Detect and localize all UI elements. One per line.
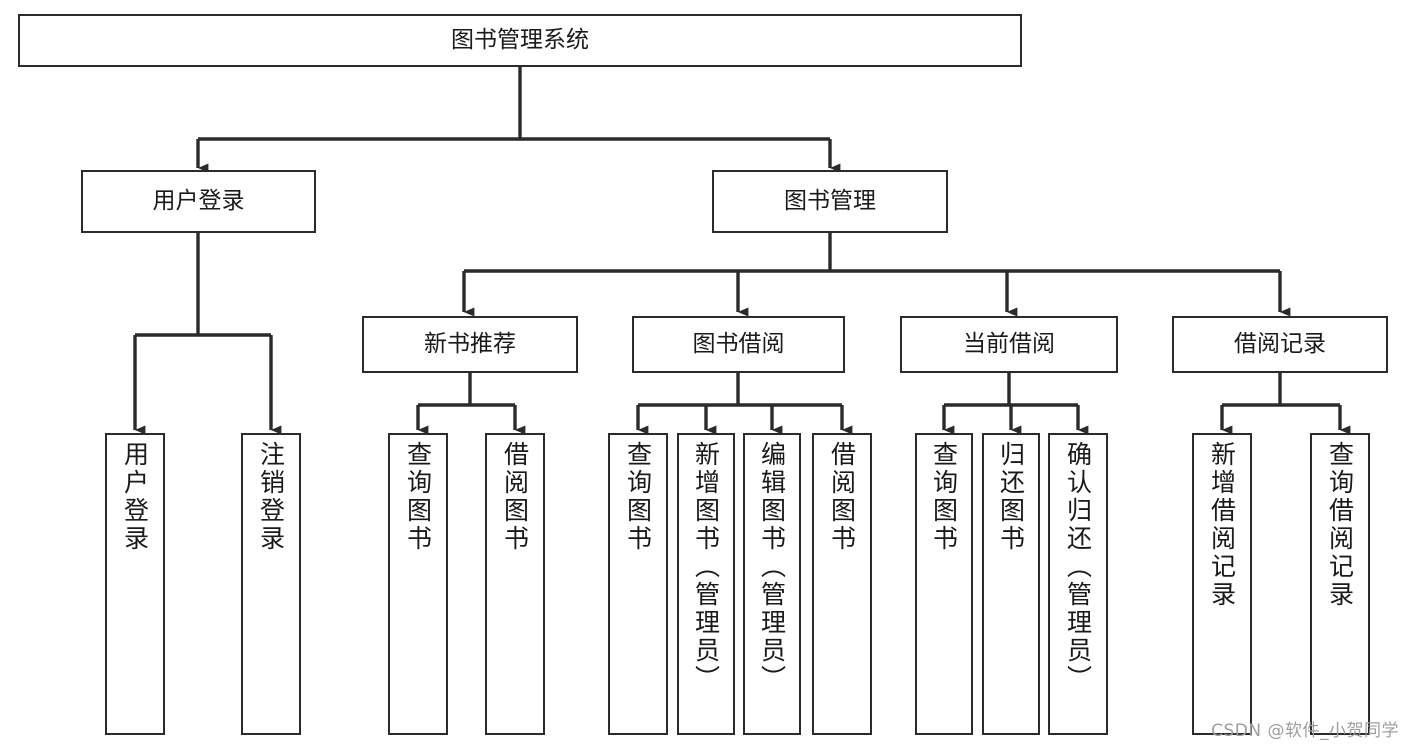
- node-borrow-record-label: 借阅记录: [1234, 331, 1326, 358]
- node-leaf-user-login[interactable]: 用户登录: [105, 433, 165, 735]
- node-leaf-query-book-1[interactable]: 查询图书: [388, 433, 448, 735]
- node-current-borrow[interactable]: 当前借阅: [900, 316, 1118, 373]
- node-new-book-recommend[interactable]: 新书推荐: [362, 316, 578, 373]
- node-user-login-label: 用户登录: [152, 188, 245, 215]
- node-book-manage[interactable]: 图书管理: [712, 170, 948, 233]
- node-root-system-label: 图书管理系统: [451, 27, 589, 54]
- node-leaf-query-book-3-label: 查询图书: [929, 441, 959, 553]
- node-leaf-query-book-1-label: 查询图书: [403, 441, 433, 553]
- node-leaf-query-record-label: 查询借阅记录: [1325, 441, 1355, 609]
- node-leaf-borrow-book-1[interactable]: 借阅图书: [485, 433, 545, 735]
- node-new-book-recommend-label: 新书推荐: [424, 331, 516, 358]
- node-user-login[interactable]: 用户登录: [81, 170, 316, 233]
- csdn-watermark: CSDN @软件_小贺同学: [1211, 721, 1399, 741]
- node-leaf-logout[interactable]: 注销登录: [241, 433, 301, 735]
- node-book-borrow-label: 图书借阅: [692, 331, 785, 358]
- node-leaf-edit-book[interactable]: 编辑图书（管理员）: [743, 433, 801, 735]
- node-leaf-borrow-book-1-label: 借阅图书: [500, 441, 530, 553]
- node-book-manage-label: 图书管理: [784, 188, 876, 215]
- node-leaf-logout-label: 注销登录: [256, 441, 286, 553]
- node-leaf-confirm-return-label: 确认归还（管理员）: [1063, 441, 1093, 693]
- node-leaf-query-book-3[interactable]: 查询图书: [915, 433, 973, 735]
- node-leaf-return-book-label: 归还图书: [996, 441, 1026, 553]
- node-leaf-add-book-label: 新增图书（管理员）: [691, 441, 721, 693]
- node-leaf-query-book-2[interactable]: 查询图书: [608, 433, 668, 735]
- node-root-system[interactable]: 图书管理系统: [18, 14, 1022, 67]
- node-leaf-edit-book-label: 编辑图书（管理员）: [757, 441, 787, 693]
- node-leaf-query-record[interactable]: 查询借阅记录: [1310, 433, 1370, 735]
- node-book-borrow[interactable]: 图书借阅: [632, 316, 845, 373]
- node-leaf-query-book-2-label: 查询图书: [623, 441, 653, 553]
- node-leaf-confirm-return[interactable]: 确认归还（管理员）: [1048, 433, 1108, 735]
- node-leaf-borrow-book-2-label: 借阅图书: [827, 441, 857, 553]
- node-borrow-record[interactable]: 借阅记录: [1172, 316, 1388, 373]
- node-leaf-add-book[interactable]: 新增图书（管理员）: [677, 433, 735, 735]
- node-leaf-user-login-label: 用户登录: [120, 441, 150, 553]
- node-leaf-add-record-label: 新增借阅记录: [1207, 441, 1237, 609]
- node-leaf-borrow-book-2[interactable]: 借阅图书: [812, 433, 872, 735]
- node-leaf-add-record[interactable]: 新增借阅记录: [1192, 433, 1252, 735]
- node-leaf-return-book[interactable]: 归还图书: [982, 433, 1040, 735]
- node-current-borrow-label: 当前借阅: [963, 331, 1055, 358]
